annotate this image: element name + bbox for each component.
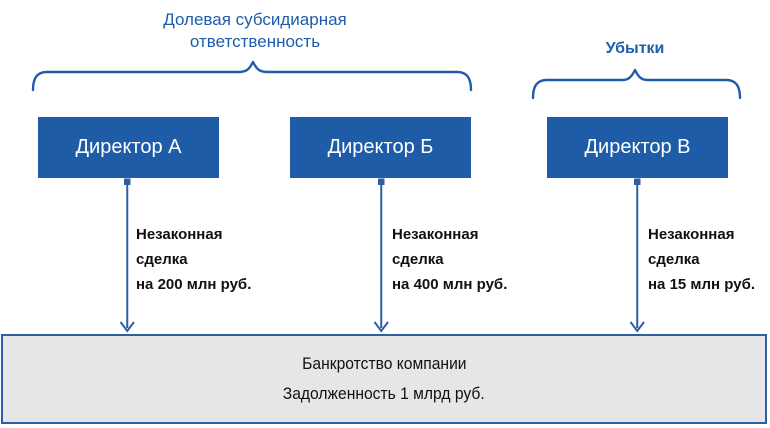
arrow-director-c-icon [629, 178, 645, 333]
brace-shared-liability-icon [31, 60, 473, 92]
director-b-label: Директор Б [327, 136, 434, 158]
bankruptcy-line2: Задолженность 1 млрд руб. [283, 384, 485, 403]
transaction-a-line2: сделка [136, 251, 188, 268]
transaction-c-line3: на 15 млн руб. [648, 276, 756, 293]
transaction-label-c: Незаконная сделка на 15 млн руб. [648, 222, 755, 297]
director-c-label: Директор В [584, 136, 691, 158]
bankruptcy-line1: Банкротство компании [301, 354, 467, 373]
transaction-a-line3: на 200 млн руб. [136, 276, 252, 293]
label-losses: Убытки [605, 40, 665, 57]
director-a-box: Директор А [38, 117, 219, 178]
transaction-b-line2: сделка [392, 251, 444, 268]
director-b-box: Директор Б [290, 117, 471, 178]
transaction-c-line1: Незаконная [648, 226, 735, 243]
transaction-b-line3: на 400 млн руб. [392, 276, 508, 293]
bankruptcy-box: Банкротство компании Задолженность 1 млр… [1, 334, 767, 424]
transaction-a-line1: Незаконная [136, 226, 223, 243]
arrow-director-b-icon [373, 178, 389, 333]
director-c-box: Директор В [547, 117, 728, 178]
label-shared-liability: Долевая субсидиарная ответственность [163, 10, 347, 51]
brace-losses-icon [531, 68, 742, 100]
transaction-label-b: Незаконная сделка на 400 млн руб. [392, 222, 507, 297]
transaction-b-line1: Незаконная [392, 226, 479, 243]
transaction-c-line2: сделка [648, 251, 700, 268]
director-a-label: Директор А [75, 136, 182, 158]
transaction-label-a: Незаконная сделка на 200 млн руб. [136, 222, 251, 297]
arrow-director-a-icon [119, 178, 135, 333]
